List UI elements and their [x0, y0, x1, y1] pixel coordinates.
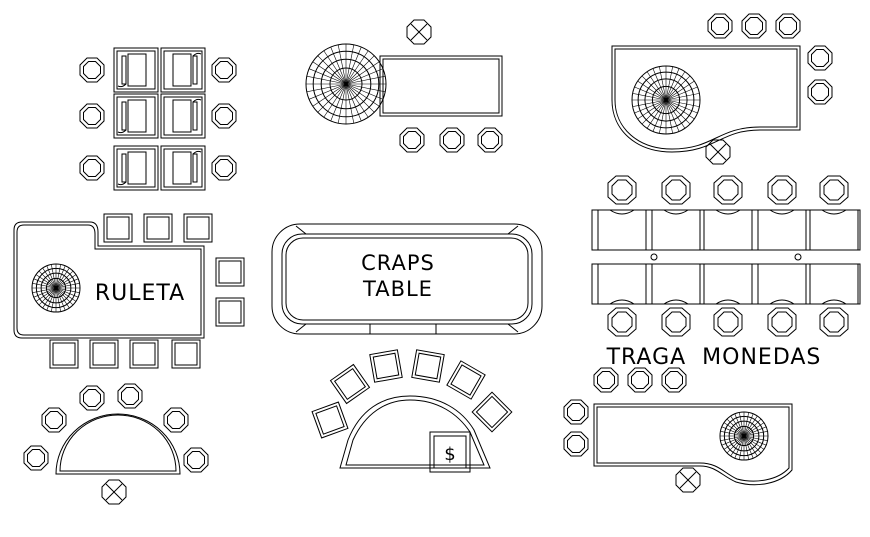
bar-stool: [767, 175, 797, 205]
lounge-chair-group: [79, 47, 237, 191]
bar-stool: [607, 175, 637, 205]
bar-stool: [607, 307, 637, 337]
bar-stool: [767, 307, 797, 337]
slot-machine: [757, 263, 807, 305]
bar-stool: [661, 307, 691, 337]
bar-stool: [819, 175, 849, 205]
craps-label-line2: TABLE: [362, 277, 433, 301]
roulette-wheel-icon: [631, 65, 701, 135]
roulette-wheel-icon: [305, 43, 387, 125]
slot-machine: [703, 209, 753, 251]
slot-machine: [757, 209, 807, 251]
slot-machine: [809, 209, 859, 251]
bar-stool: [819, 307, 849, 337]
roulette-wheel-icon: [31, 263, 81, 313]
slot-machine-bank: TRAGA MONEDAS: [591, 175, 861, 370]
craps-label-line1: CRAPS: [361, 251, 435, 275]
slot-machine: [597, 209, 647, 251]
wheel-table-bottom-right: [563, 367, 793, 493]
slot-machine: [809, 263, 859, 305]
bar-stool: [713, 307, 743, 337]
roulette-wheel-icon: [719, 411, 769, 461]
roulette-table: RULETA: [13, 213, 245, 369]
roulette-label: RULETA: [95, 281, 185, 306]
slot-machine: [597, 263, 647, 305]
bar-stool: [661, 175, 691, 205]
slot-machine: [651, 263, 701, 305]
slots-label: TRAGA MONEDAS: [606, 345, 822, 370]
blackjack-table: $: [311, 349, 513, 473]
dollar-sign: $: [444, 444, 455, 465]
slot-machine: [703, 263, 753, 305]
wheel-table-top: [305, 19, 503, 153]
slot-machine: [651, 209, 701, 251]
craps-table: CRAPS TABLE: [271, 223, 543, 335]
bar-stool: [713, 175, 743, 205]
wheel-table-top-right: [611, 13, 833, 165]
half-moon-table: [23, 383, 209, 505]
